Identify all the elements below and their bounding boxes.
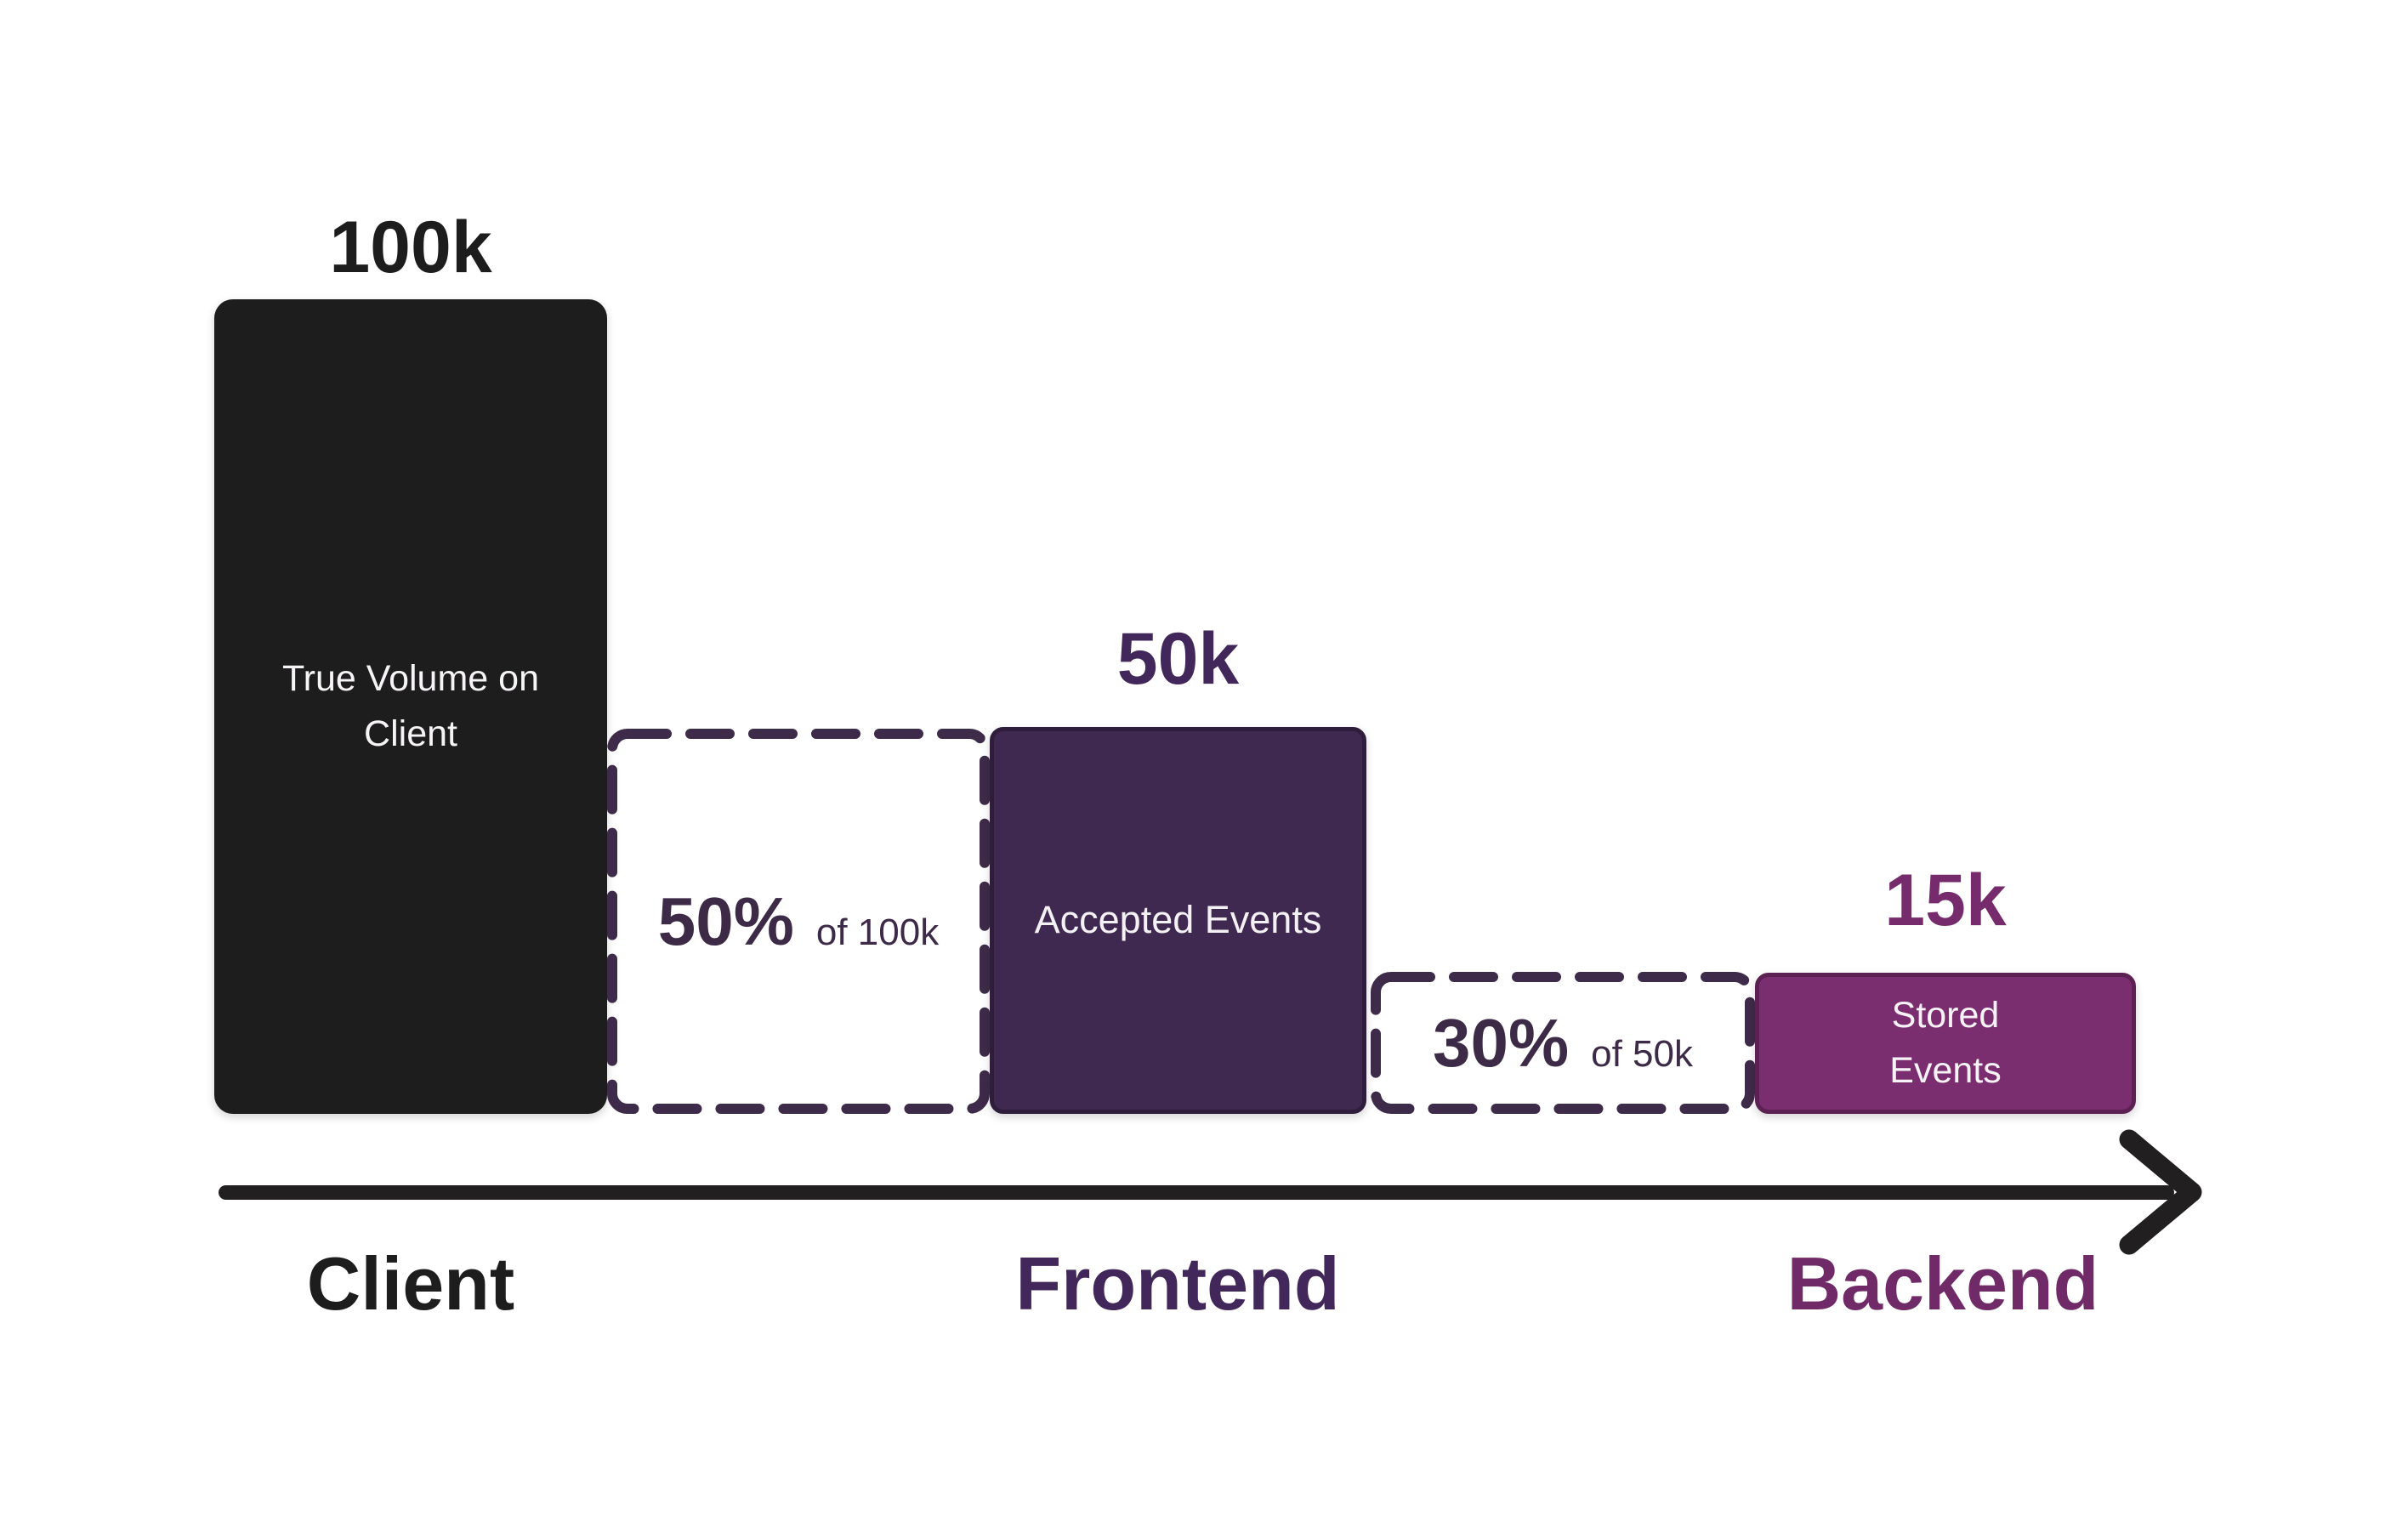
- value-label-frontend: 50k: [1116, 618, 1240, 700]
- dashed-box-50pct: 50% of 100k: [607, 729, 990, 1114]
- dashed-box-30pct: 30% of 50k: [1371, 972, 1755, 1114]
- dashed-outline-icon: [607, 729, 990, 1114]
- transition-2-of: of 50k: [1591, 1032, 1693, 1075]
- bar-backend-stored-events: Stored Events: [1755, 973, 2136, 1114]
- bar-backend-label: Stored Events: [1889, 994, 2002, 1091]
- transition-2-percent: 30%: [1433, 1004, 1570, 1081]
- value-label-client: 100k: [329, 207, 492, 288]
- transition-1-of: of 100k: [815, 911, 940, 953]
- axis-arrow-line: [219, 1185, 2174, 1200]
- bar-client-label: True Volume on Client: [282, 657, 539, 754]
- transition-2-text: 30% of 50k: [1433, 1004, 1693, 1082]
- bar-frontend-accepted-events: Accepted Events: [990, 727, 1366, 1114]
- transition-1-text: 50% of 100k: [658, 883, 939, 961]
- transition-1-percent: 50%: [657, 883, 794, 959]
- bar-frontend-label: Accepted Events: [1034, 898, 1322, 942]
- bar-client-true-volume: True Volume on Client: [214, 299, 607, 1114]
- dashed-outline-icon: [1371, 972, 1755, 1114]
- axis-label-client: Client: [306, 1241, 515, 1326]
- axis-label-frontend: Frontend: [1015, 1241, 1340, 1326]
- axis-label-backend: Backend: [1786, 1241, 2099, 1326]
- axis-arrow-head-icon: [2119, 1129, 2202, 1255]
- value-label-backend: 15k: [1884, 860, 2007, 941]
